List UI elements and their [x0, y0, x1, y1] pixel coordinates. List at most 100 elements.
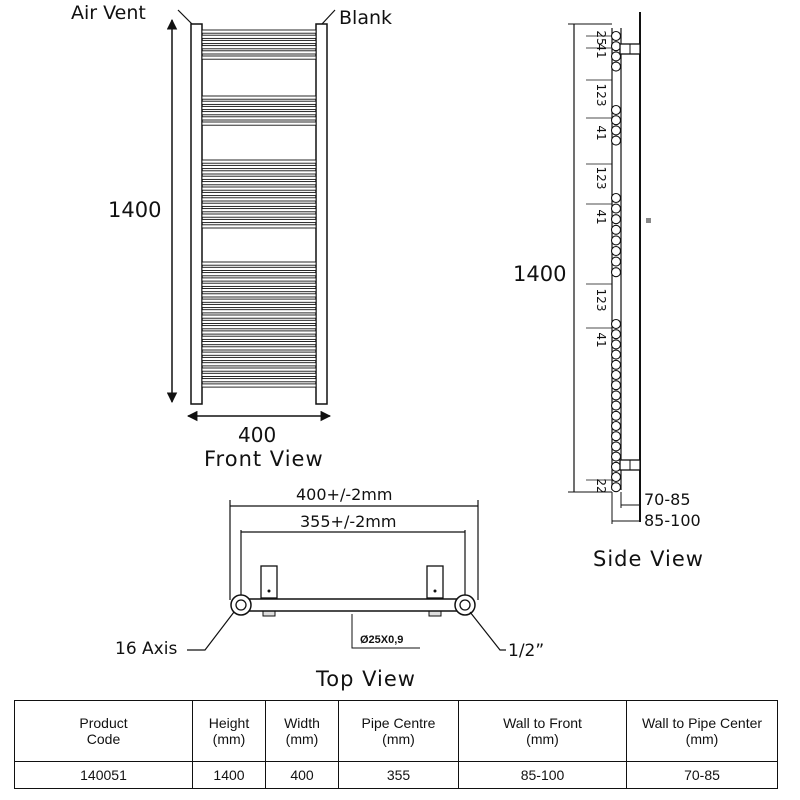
side-tube — [610, 441, 622, 452]
front-tube — [201, 213, 317, 218]
side-tube — [610, 61, 622, 72]
side-spacing-dim: 41 — [594, 209, 608, 224]
front-tube — [201, 208, 317, 213]
front-tube — [201, 303, 317, 309]
front-tube — [201, 266, 317, 271]
side-tube — [610, 390, 622, 401]
side-spacing-dim: 123 — [594, 84, 608, 107]
front-tube — [201, 50, 317, 55]
front-tube — [201, 181, 317, 186]
side-tube — [610, 410, 622, 421]
top-view: 400+/-2mm 355+/-2mm 16 Axis — [115, 485, 544, 691]
cell-width: 400 — [265, 761, 339, 789]
side-tube — [610, 245, 622, 257]
front-tube — [201, 330, 317, 335]
cell-height: 1400 — [192, 761, 266, 789]
left-pipe-end — [230, 594, 252, 616]
side-tube — [610, 461, 622, 472]
front-tube — [201, 116, 317, 121]
front-tube — [201, 314, 317, 319]
front-tube — [201, 164, 317, 170]
front-tube — [201, 298, 317, 303]
front-tube — [201, 186, 317, 191]
front-right-rail — [315, 23, 328, 405]
side-tube — [610, 115, 622, 126]
front-tube — [201, 39, 317, 45]
right-pipe-end — [454, 594, 476, 616]
front-tube — [201, 95, 317, 100]
side-tube — [610, 192, 622, 204]
connection-label: 1/2” — [508, 641, 544, 661]
front-tube — [201, 224, 317, 229]
side-spacing-dim: 123 — [594, 167, 608, 190]
side-spacing-dim: 41 — [594, 43, 608, 58]
side-tube — [610, 431, 622, 442]
cell-wall-to-front: 85-100 — [458, 761, 627, 789]
side-tube — [610, 471, 622, 483]
front-tube — [201, 261, 317, 266]
side-view-title: Side View — [593, 547, 704, 571]
header-height: Height (mm) — [192, 700, 266, 762]
bottom-bracket — [619, 459, 641, 471]
front-tube — [201, 325, 317, 330]
front-tube — [201, 191, 317, 197]
side-tube — [610, 135, 622, 146]
front-tube — [201, 378, 317, 383]
pipe-centre-dim: 355+/-2mm — [300, 512, 396, 531]
air-vent-label: Air Vent — [71, 2, 146, 24]
side-tube — [610, 318, 622, 330]
side-tube — [610, 51, 622, 62]
cell-pipe-centre: 355 — [338, 761, 459, 789]
header-width: Width (mm) — [265, 700, 339, 762]
side-tube — [610, 380, 622, 391]
tube-spec-label: Ø25X0,9 — [360, 634, 403, 646]
front-tube — [201, 29, 317, 34]
front-tube — [201, 362, 317, 367]
top-view-title: Top View — [315, 667, 416, 691]
front-tube — [201, 319, 317, 324]
blank-leader — [321, 9, 336, 25]
front-tube — [201, 356, 317, 362]
side-tube — [610, 224, 622, 235]
side-tube — [610, 267, 622, 278]
front-tube — [201, 282, 317, 287]
side-tube — [610, 482, 622, 493]
side-tube — [610, 400, 622, 411]
side-tube — [610, 339, 622, 350]
tube-spec-leader — [351, 614, 420, 649]
cell-wall-to-pipe-center: 70-85 — [626, 761, 778, 789]
front-tube — [201, 293, 317, 298]
front-tube — [201, 175, 317, 180]
side-tube — [610, 30, 622, 42]
side-tubes — [610, 30, 622, 493]
front-tube — [201, 197, 317, 202]
top-bar — [240, 598, 466, 612]
side-tube — [610, 369, 622, 381]
side-tube — [610, 104, 622, 116]
air-vent-leader — [177, 9, 193, 25]
outer-width-dim: 400+/-2mm — [296, 485, 392, 504]
side-height-dim: 1400 — [513, 262, 566, 286]
front-tube — [201, 55, 317, 60]
front-tube — [201, 45, 317, 50]
side-spacing-dim: 41 — [594, 125, 608, 140]
table-row: 140051 1400 400 355 85-100 70-85 — [14, 761, 778, 789]
front-tube — [201, 272, 317, 277]
side-tube — [610, 349, 622, 360]
side-tube — [610, 203, 622, 214]
connection-leader — [469, 611, 506, 651]
front-tube — [201, 341, 317, 346]
front-tube — [201, 351, 317, 356]
front-tube — [201, 159, 317, 164]
header-product-code: Product Code — [14, 700, 193, 762]
front-tube — [201, 100, 317, 105]
side-spacing-dim: 41 — [594, 332, 608, 347]
front-tube — [201, 277, 317, 282]
front-tube — [201, 346, 317, 351]
cell-product-code: 140051 — [14, 761, 193, 789]
axis-leader — [187, 611, 235, 651]
front-bars — [201, 29, 317, 388]
front-tube — [201, 218, 317, 224]
